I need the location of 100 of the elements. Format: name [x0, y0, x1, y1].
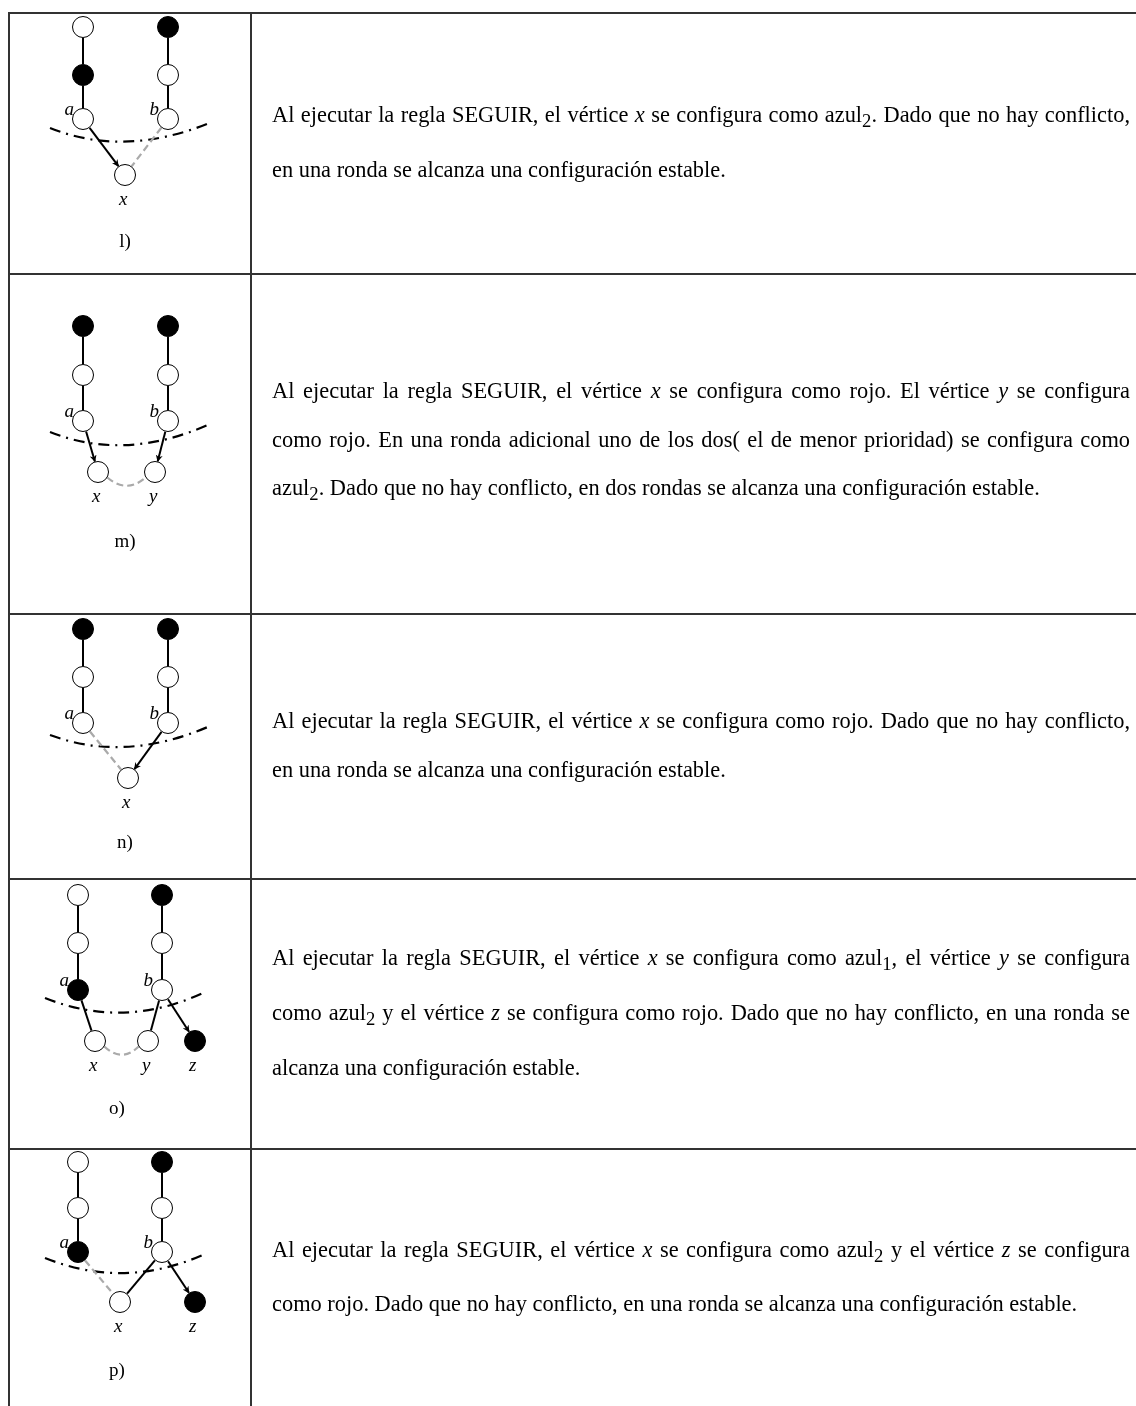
- edge-line: [82, 639, 84, 667]
- edge-line: [167, 37, 169, 65]
- vertex-label: b: [143, 1232, 153, 1252]
- edge-line: [167, 639, 169, 667]
- vertex: [151, 979, 173, 1001]
- vertex-label: x: [122, 792, 131, 812]
- dashed-edge: [106, 476, 147, 487]
- vertex: [72, 410, 94, 432]
- vertex: [151, 932, 173, 954]
- filled-vertex: [67, 1241, 89, 1263]
- vertex: [72, 666, 94, 688]
- panel-caption: n): [117, 831, 133, 853]
- arrow: [167, 1260, 190, 1294]
- edge-line: [167, 687, 169, 713]
- vertex-label: a: [64, 401, 74, 421]
- edge-line: [82, 336, 84, 365]
- filled-vertex: [184, 1030, 206, 1052]
- vertex-label: z: [189, 1316, 197, 1336]
- vertex-label: x: [89, 1055, 98, 1075]
- description-text: Al ejecutar la regla SEGUIR, el vértice x se configura como rojo. Dado que no hay conflicto, en una ronda se alcanza una configuración estable.: [272, 707, 1130, 784]
- filled-vertex: [67, 979, 89, 1001]
- edge-line: [77, 953, 79, 980]
- dashed-edge: [89, 730, 122, 771]
- edge-line: [161, 905, 163, 933]
- vertex: [157, 364, 179, 386]
- filled-vertex: [151, 884, 173, 906]
- filled-vertex: [72, 64, 94, 86]
- vertex-label: y: [149, 486, 158, 506]
- edge-line: [167, 385, 169, 411]
- arrow: [133, 730, 163, 771]
- arrow: [88, 126, 120, 168]
- vertex: [87, 461, 109, 483]
- panel-caption: m): [114, 530, 136, 552]
- edge-line: [77, 1172, 79, 1198]
- vertex: [151, 1197, 173, 1219]
- description-text: Al ejecutar la regla SEGUIR, el vértice x se configura como rojo. El vértice y se configura como rojo. En una ronda adicional uno de los dos( el de menor prioridad) se configura como azul$_{2}$. Dado que no hay conflicto, en dos rondas se alcanza una configuración estable.: [272, 377, 1130, 507]
- arrow: [155, 430, 167, 463]
- vertex-label: b: [143, 970, 153, 990]
- vertex-label: a: [59, 970, 69, 990]
- panel-caption: p): [109, 1359, 125, 1381]
- arrow: [85, 430, 97, 463]
- panel-caption: l): [119, 230, 131, 252]
- description-text: Al ejecutar la regla SEGUIR, el vértice x se configura como azul$_{2}$ y el vértice z se configura como rojo. Dado que no hay conflicto, en una ronda se alcanza una configuración estable.: [272, 1235, 1130, 1319]
- vertex: [67, 1151, 89, 1173]
- edge-line: [161, 1218, 163, 1242]
- vertex-label: a: [59, 1232, 69, 1252]
- vertex: [72, 108, 94, 130]
- vertex: [151, 1241, 173, 1263]
- description-text: Al ejecutar la regla SEGUIR, el vértice x se configura como azul$_{1}$, el vértice y se configura como azul$_{2}$ y el vértice z se configura como rojo. Dado que no hay conflicto, en una ronda se alcanza una configuración estable.: [272, 944, 1130, 1082]
- arrow: [167, 998, 190, 1033]
- vertex-label: b: [149, 703, 159, 723]
- vertex-label: b: [149, 99, 159, 119]
- vertex: [67, 1197, 89, 1219]
- filled-vertex: [72, 315, 94, 337]
- vertex: [157, 108, 179, 130]
- vertex: [157, 712, 179, 734]
- edge-line: [161, 1172, 163, 1198]
- edge-line: [167, 85, 169, 109]
- filled-vertex: [157, 16, 179, 38]
- vertex-label: x: [114, 1316, 123, 1336]
- vertex: [72, 364, 94, 386]
- edge-line: [82, 85, 84, 109]
- edge-line: [126, 1259, 156, 1295]
- vertex-label: a: [64, 703, 74, 723]
- vertex: [144, 461, 166, 483]
- vertex-label: b: [149, 401, 159, 421]
- dashed-edge: [103, 1045, 140, 1056]
- filled-vertex: [157, 618, 179, 640]
- filled-vertex: [157, 315, 179, 337]
- filled-vertex: [151, 1151, 173, 1173]
- vertex-label: a: [64, 99, 74, 119]
- edge-line: [149, 999, 161, 1032]
- edge-line: [82, 385, 84, 411]
- edge-line: [77, 905, 79, 933]
- vertex: [117, 767, 139, 789]
- vertex-label: z: [189, 1055, 197, 1075]
- vertex: [67, 884, 89, 906]
- description-text: Al ejecutar la regla SEGUIR, el vértice x se configura como azul$_{2}$. Dado que no hay conflicto, en una ronda se alcanza una configuración estable.: [272, 101, 1130, 184]
- vertex: [157, 64, 179, 86]
- vertex: [157, 410, 179, 432]
- edge-line: [82, 687, 84, 713]
- edge-line: [167, 336, 169, 365]
- vertex: [67, 932, 89, 954]
- vertex-label: x: [119, 189, 128, 209]
- edge-line: [82, 37, 84, 65]
- panel-caption: o): [109, 1097, 125, 1119]
- edge-line: [77, 1218, 79, 1242]
- dashed-edge: [130, 127, 163, 167]
- vertex: [109, 1291, 131, 1313]
- vertex: [114, 164, 136, 186]
- vertex: [157, 666, 179, 688]
- vertex-label: y: [142, 1055, 151, 1075]
- vertex: [72, 712, 94, 734]
- edge-line: [80, 999, 93, 1032]
- vertex: [84, 1030, 106, 1052]
- filled-vertex: [184, 1291, 206, 1313]
- vertex: [137, 1030, 159, 1052]
- edge-line: [161, 953, 163, 980]
- vertex: [72, 16, 94, 38]
- vertex-label: x: [92, 486, 101, 506]
